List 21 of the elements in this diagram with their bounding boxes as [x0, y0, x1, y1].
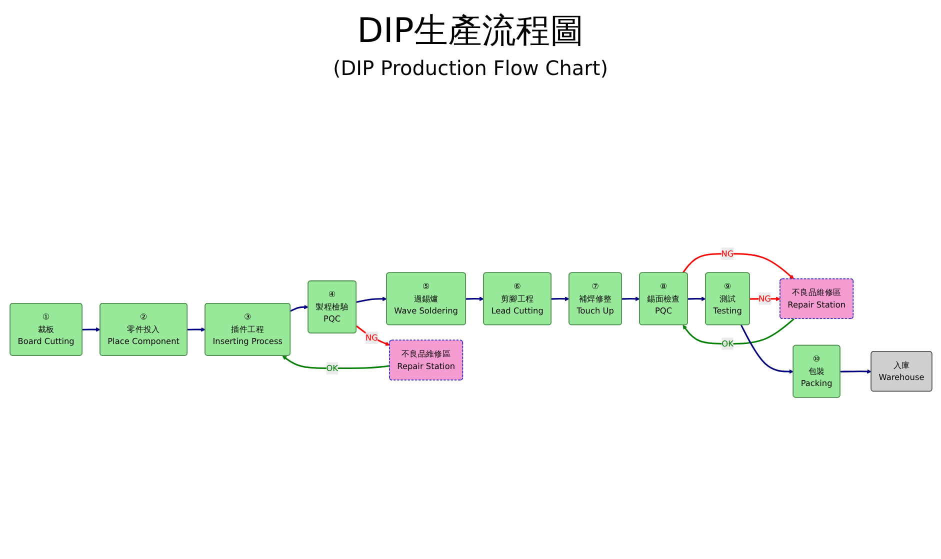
arrow [82, 327, 100, 332]
arrow [290, 304, 308, 312]
arrow [282, 356, 390, 370]
arrow [687, 296, 706, 302]
arrow [840, 369, 872, 374]
caption: (DIP Production Flow Chart) [332, 56, 608, 80]
arrow [465, 296, 484, 302]
arrow [682, 318, 794, 344]
edge-label: OK [326, 363, 338, 373]
arrow [186, 327, 206, 332]
edge-label: NG [365, 332, 378, 342]
arrow [740, 324, 794, 374]
arrow [682, 252, 794, 280]
arrow [621, 296, 640, 302]
arrow [550, 296, 569, 302]
arrow [356, 296, 386, 303]
edge-label: NG [720, 248, 734, 258]
edge-label: NG [758, 294, 771, 304]
edge-label: OK [721, 338, 733, 348]
title: DIP生產流程圖 [357, 10, 584, 53]
arrow [355, 325, 390, 346]
